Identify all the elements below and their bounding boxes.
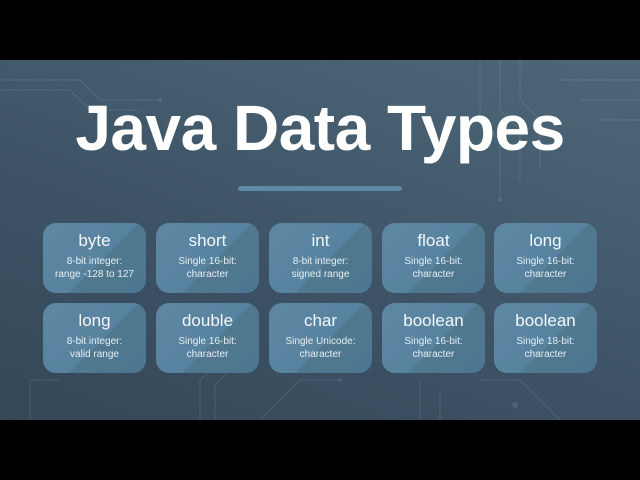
page-title: Java Data Types bbox=[75, 92, 565, 164]
card-description: Single 16-bit: character bbox=[382, 335, 485, 361]
card-description: Single 18-bit: character bbox=[494, 335, 597, 361]
card-description-line: character bbox=[524, 269, 567, 280]
card-description: 8-bit integer: range -128 to 127 bbox=[43, 255, 146, 281]
title-divider bbox=[238, 186, 402, 191]
card-boolean: boolean Single 16-bit: character bbox=[382, 303, 485, 373]
card-title: byte bbox=[78, 231, 111, 250]
card-byte: byte 8-bit integer: range -128 to 127 bbox=[43, 223, 146, 293]
card-description-line: Single Unicode: bbox=[285, 336, 356, 347]
card-char: char Single Unicode: character bbox=[269, 303, 372, 373]
card-int: int 8-bit integer: signed range bbox=[269, 223, 372, 293]
card-description-line: Single 18-bit: bbox=[516, 336, 575, 347]
card-title: int bbox=[311, 231, 330, 250]
card-description-line: range -128 to 127 bbox=[55, 269, 134, 280]
card-description-line: 8-bit integer: bbox=[66, 256, 123, 267]
card-description: Single 16-bit: character bbox=[156, 255, 259, 281]
card-description-line: Single 16-bit: bbox=[516, 256, 575, 267]
card-description: 8-bit integer: valid range bbox=[43, 335, 146, 361]
card-short: short Single 16-bit: character bbox=[156, 223, 259, 293]
card-description-line: Single 16-bit: bbox=[404, 256, 463, 267]
card-description-line: character bbox=[186, 349, 229, 360]
card-title: char bbox=[303, 311, 338, 330]
card-double: double Single 16-bit: character bbox=[156, 303, 259, 373]
card-title: boolean bbox=[515, 311, 576, 330]
card-title: long bbox=[78, 311, 111, 330]
card-float: float Single 16-bit: character bbox=[382, 223, 485, 293]
card-description-line: character bbox=[524, 349, 567, 360]
card-long: long Single 16-bit: character bbox=[494, 223, 597, 293]
slide: Java Data Types byte 8-bit integer: range… bbox=[0, 60, 640, 420]
card-description: Single 16-bit: character bbox=[494, 255, 597, 281]
card-description-line: character bbox=[412, 269, 455, 280]
card-description: Single Unicode: character bbox=[269, 335, 372, 361]
card-description: Single 16-bit: character bbox=[382, 255, 485, 281]
card-title: float bbox=[417, 231, 450, 250]
card-title: long bbox=[529, 231, 562, 250]
card-title: double bbox=[181, 311, 234, 330]
card-description-line: character bbox=[412, 349, 455, 360]
card-description-line: Single 16-bit: bbox=[178, 336, 237, 347]
card-description-line: character bbox=[186, 269, 229, 280]
card-description-line: 8-bit integer: bbox=[66, 336, 123, 347]
card-description-line: 8-bit integer: bbox=[292, 256, 349, 267]
card-title: short bbox=[188, 231, 227, 250]
card-boolean: boolean Single 18-bit: character bbox=[494, 303, 597, 373]
card-description-line: valid range bbox=[70, 349, 119, 360]
card-description: Single 16-bit: character bbox=[156, 335, 259, 361]
card-description-line: signed range bbox=[291, 269, 350, 280]
card-description: 8-bit integer: signed range bbox=[269, 255, 372, 281]
card-description-line: Single 16-bit: bbox=[404, 336, 463, 347]
card-long: long 8-bit integer: valid range bbox=[43, 303, 146, 373]
card-description-line: character bbox=[299, 349, 342, 360]
card-description-line: Single 16-bit: bbox=[178, 256, 237, 267]
card-title: boolean bbox=[403, 311, 464, 330]
